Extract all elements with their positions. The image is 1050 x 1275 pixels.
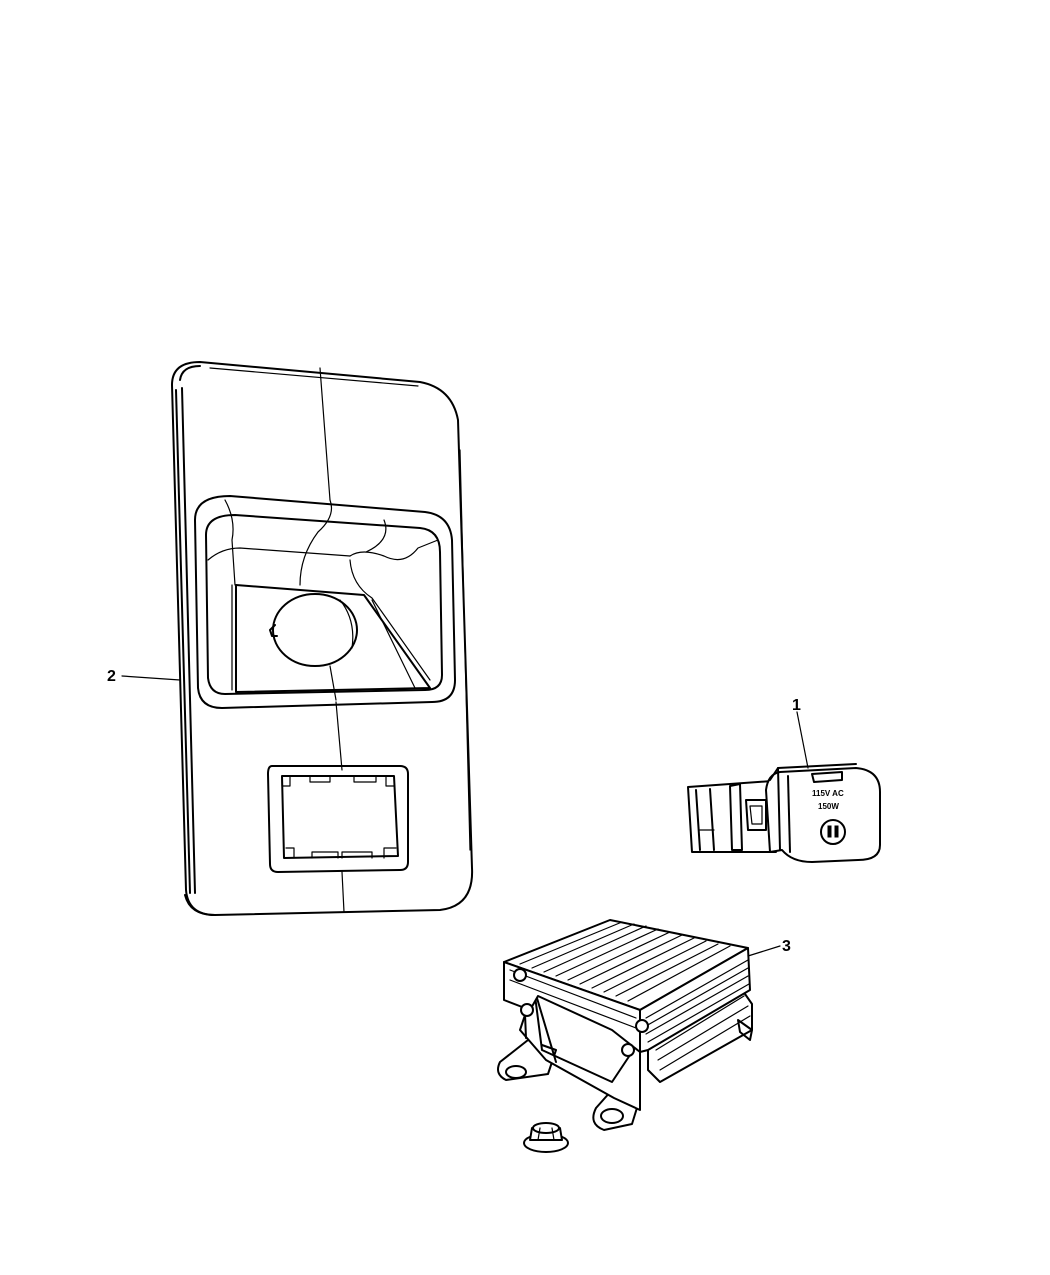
outlet-voltage-label: 115V AC xyxy=(812,789,844,798)
power-outlet-icon: 115V AC 150W xyxy=(687,763,881,863)
outlet-wattage-label: 150W xyxy=(818,802,839,811)
svg-text:1: 1 xyxy=(792,697,801,714)
power-inverter-module-icon xyxy=(497,919,753,1131)
callout-part-3: 3 xyxy=(747,938,791,957)
callout-part-1: 1 xyxy=(792,697,809,769)
bezel-panel-icon xyxy=(171,361,474,916)
svg-text:2: 2 xyxy=(107,668,116,685)
hex-flange-nut-icon xyxy=(523,1122,569,1153)
socket-icon xyxy=(820,819,846,845)
svg-text:3: 3 xyxy=(782,938,791,955)
callout-part-2: 2 xyxy=(107,668,181,685)
